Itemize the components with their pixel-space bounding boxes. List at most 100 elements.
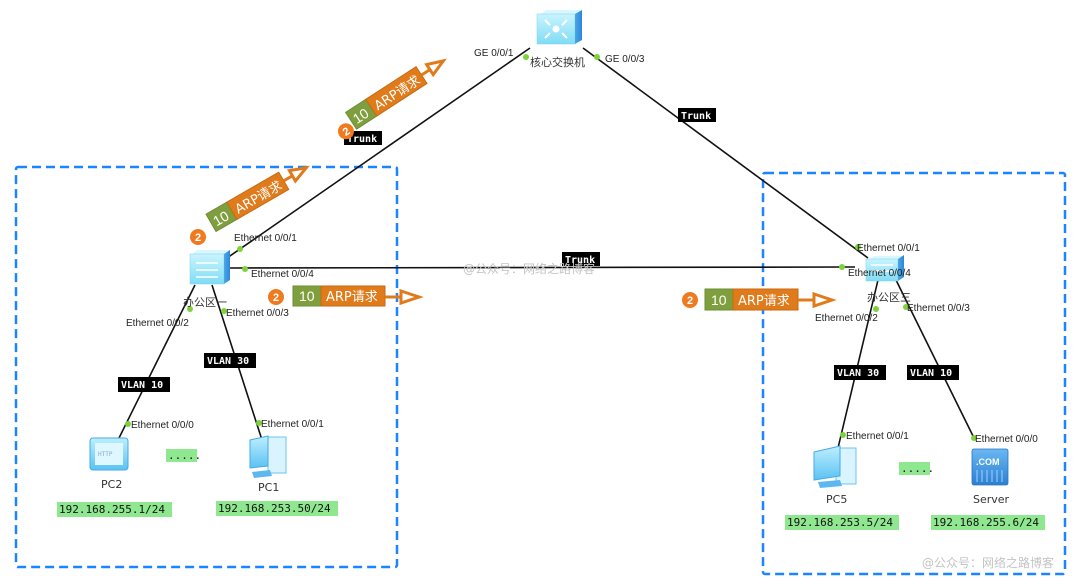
zone-office-3-boundary [761, 171, 1067, 576]
port-label-z1-uplink: Ethernet 0/0/1 [234, 233, 297, 244]
access-switch-icon [189, 250, 230, 285]
step-badge [268, 289, 284, 305]
server-device[interactable]: .COM Server [971, 448, 1010, 506]
port-label-pc5: Ethernet 0/0/1 [846, 431, 909, 442]
link-core-to-zone3 [582, 47, 869, 259]
arrow-icon [798, 291, 837, 309]
svg-text:10: 10 [210, 207, 232, 229]
port-label-z3-to-pc5: Ethernet 0/0/2 [815, 313, 878, 324]
port-label-z3-to-server: Ethernet 0/0/3 [907, 303, 970, 314]
port-label-z1-to-pc2: Ethernet 0/0/2 [126, 318, 189, 329]
svg-text:ARP请求: ARP请求 [738, 294, 790, 309]
trunk-tag-core-zone3: Trunk [678, 108, 716, 122]
svg-text:Trunk: Trunk [565, 255, 595, 266]
svg-text:2: 2 [195, 232, 201, 244]
office-3-switch-label: 办公区三 [867, 291, 911, 304]
desktop-pc-icon [813, 445, 857, 488]
port-label-z3-trunk: Ethernet 0/0/4 [848, 268, 911, 279]
server-ip-address: 192.168.255.6/24 [931, 515, 1045, 530]
arp-packet-zone1-trunk: 2 10 ARP请求 [268, 285, 424, 307]
pc2-label: PC2 [101, 478, 122, 491]
core-switch-label: 核心交换机 [530, 55, 585, 69]
port-dot [594, 54, 600, 60]
zone-office-1-boundary [14, 165, 399, 569]
svg-text:HTTP: HTTP [98, 451, 113, 458]
arrow-icon [385, 288, 424, 306]
pc1-device[interactable]: PC1 [249, 435, 287, 494]
server-label: Server [973, 493, 1010, 506]
port-dot [840, 432, 846, 438]
svg-text:2: 2 [341, 125, 353, 138]
port-label-core-ge003: GE 0/0/3 [605, 54, 645, 65]
svg-text:10: 10 [711, 292, 727, 308]
vlan-tag-pc1-link: VLAN 30 [204, 353, 256, 368]
port-dot [903, 304, 909, 310]
svg-text:192.168.255.1/24: 192.168.255.1/24 [59, 503, 165, 516]
port-label-z3-uplink: Ethernet 0/0/1 [857, 243, 920, 254]
svg-text:192.168.255.6/24: 192.168.255.6/24 [933, 516, 1039, 529]
pc1-ip-address: 192.168.253.50/24 [216, 501, 338, 516]
svg-text:VLAN 10: VLAN 10 [910, 368, 952, 379]
port-dot [242, 266, 248, 272]
arp-packet-core-uplink: 2 10 ARP请求 [337, 58, 447, 140]
pc5-device[interactable]: PC5 [813, 445, 857, 506]
svg-text:.COM: .COM [976, 457, 1000, 467]
svg-text:Trunk: Trunk [681, 111, 711, 122]
svg-text:.....: ..... [901, 462, 934, 475]
pc2-ip-address: 192.168.255.1/24 [57, 502, 172, 517]
svg-text:192.168.253.50/24: 192.168.253.50/24 [218, 502, 331, 515]
server-icon: .COM [971, 448, 1009, 486]
svg-text:Trunk: Trunk [347, 134, 377, 145]
desktop-pc-icon [249, 435, 287, 478]
port-dot [256, 420, 262, 426]
step-badge [337, 123, 354, 140]
more-hosts-ellipsis: ..... [166, 449, 201, 462]
svg-text:2: 2 [273, 292, 279, 304]
port-dot [187, 306, 193, 312]
svg-text:2: 2 [687, 295, 693, 307]
more-hosts-ellipsis: ..... [899, 462, 934, 475]
step-badge-zone1-uplink: 2 [190, 229, 206, 245]
tablet-pc-icon: HTTP [89, 437, 129, 471]
office-3-switch-device[interactable]: 办公区三 [865, 255, 911, 304]
arp-packet-zone3-trunk: 2 10 ARP请求 [682, 288, 837, 311]
svg-text:.....: ..... [168, 449, 201, 462]
step-badge [682, 292, 698, 308]
arrow-icon [420, 58, 447, 78]
link-zone3-to-server [895, 279, 976, 441]
port-dot [873, 306, 879, 312]
arp-packet-zone1-uplink: 10 ARP请求 [205, 165, 310, 233]
port-label-z1-trunk: Ethernet 0/0/4 [251, 269, 314, 280]
trunk-tag-zone1-zone3: Trunk [562, 252, 600, 266]
watermark-center: @公众号：网络之路博客 [463, 261, 595, 276]
svg-text:VLAN 30: VLAN 30 [207, 356, 249, 367]
link-zone1-to-pc2 [117, 284, 196, 441]
port-dot [971, 435, 977, 441]
vlan-tag-pc5-link: VLAN 30 [834, 365, 886, 380]
link-core-to-zone1 [226, 47, 531, 259]
vlan-tag-server-link: VLAN 10 [907, 365, 959, 380]
trunk-tag-core-zone1: Trunk [344, 131, 382, 145]
office-1-switch-device[interactable]: 办公区一 [183, 250, 230, 309]
pc2-device[interactable]: HTTP PC2 [89, 437, 129, 491]
port-label-z1-to-pc1: Ethernet 0/0/3 [226, 308, 289, 319]
svg-text:192.168.253.5/24: 192.168.253.5/24 [787, 516, 893, 529]
vlan-tag-pc2-link: VLAN 10 [118, 377, 170, 392]
port-dot [125, 421, 131, 427]
link-zone1-to-zone3-trunk [229, 266, 856, 269]
port-label-core-ge001: GE 0/0/1 [474, 48, 514, 59]
access-switch-icon [865, 255, 904, 282]
pc5-label: PC5 [826, 493, 847, 506]
port-dot [523, 54, 529, 60]
svg-text:VLAN 30: VLAN 30 [837, 368, 879, 379]
port-dot [855, 244, 861, 250]
svg-text:10: 10 [299, 288, 315, 304]
svg-text:10: 10 [350, 105, 372, 127]
core-switch-device[interactable]: 核心交换机 [530, 10, 585, 69]
core-switch-icon [536, 10, 582, 45]
svg-text:ARP请求: ARP请求 [326, 290, 378, 305]
port-dot [839, 264, 845, 270]
pc1-label: PC1 [258, 481, 279, 494]
svg-text:VLAN 10: VLAN 10 [121, 380, 163, 391]
